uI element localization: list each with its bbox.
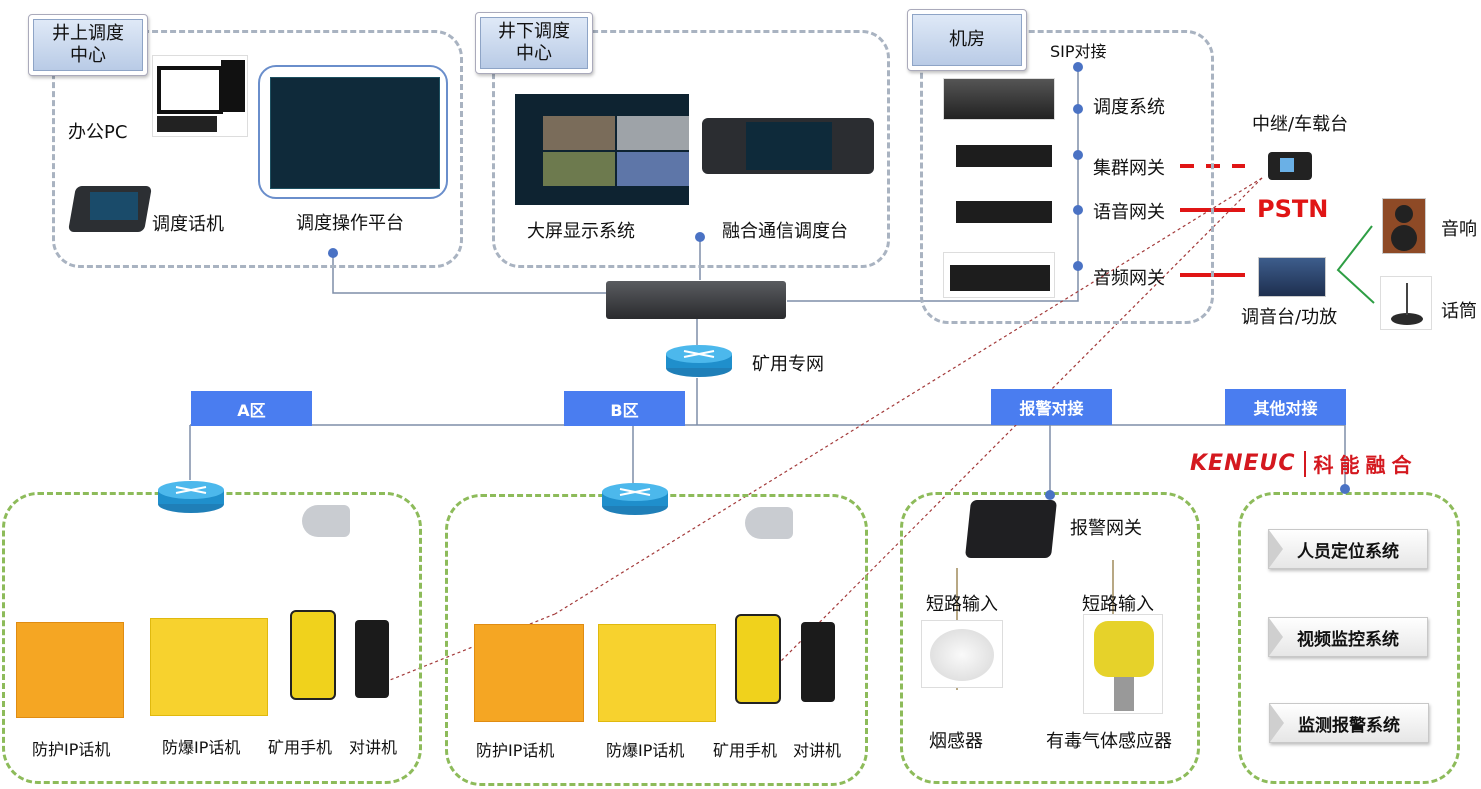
fusion-console-image [702,118,874,174]
area-b-camera-icon [745,507,793,539]
underground-dispatch-zone [492,30,890,268]
smoke-detector-label: 烟感器 [929,731,983,752]
area-a-explosion-phone-image [150,618,268,716]
personnel-positioning-system[interactable]: 人员定位系统 [1268,529,1428,569]
big-screen-label: 大屏显示系统 [527,221,635,242]
other-dock-tag[interactable]: 其他对接 [1225,389,1346,425]
gas-detector-image [1083,614,1163,714]
audio-gateway-dot [1073,261,1083,271]
underground-node-dot [695,232,705,242]
mixer-label: 调音台/功放 [1241,307,1338,328]
trunk-gateway-label: 集群网关 [1093,158,1165,179]
fusion-console-label: 融合通信调度台 [722,221,848,242]
area-b-mine-mobile-label: 矿用手机 [713,741,778,760]
area-a-protect-phone-label: 防护IP话机 [32,740,111,759]
area-a-mine-mobile-image [290,610,336,700]
alarm-node-dot [1045,490,1055,500]
microphone-label: 话筒 [1441,301,1477,322]
area-b-protect-phone-label: 防护IP话机 [476,741,555,760]
alarm-gateway-device [964,500,1058,558]
area-a-walkie-image [355,620,389,698]
area-a-camera-icon [302,505,350,537]
zone-a-tag[interactable]: A区 [191,391,312,426]
big-screen-image [515,94,689,205]
short-input-label-1: 短路输入 [926,594,998,615]
office-pc-label: 办公PC [68,122,128,143]
area-b-explosion-phone-image [598,624,716,722]
pstn-label: PSTN [1257,195,1329,223]
surface-dispatch-title: 井上调度 中心 [28,14,148,76]
gas-detector-label: 有毒气体感应器 [1046,731,1172,752]
dispatch-platform-screen [258,65,448,199]
area-b-walkie-label: 对讲机 [793,741,842,760]
speaker-label: 音响 [1441,219,1477,240]
area-b-explosion-phone-label: 防爆IP话机 [606,741,685,760]
server-room-zone [920,30,1214,324]
voice-gateway-label: 语音网关 [1093,202,1165,223]
core-switch-icon [606,281,786,319]
alarm-gateway-label: 报警网关 [1070,518,1142,539]
mine-network-router-icon [666,345,732,377]
video-surveillance-system[interactable]: 视频监控系统 [1268,617,1428,657]
trunk-gateway-device [956,145,1052,167]
area-a-walkie-label: 对讲机 [349,738,398,757]
keneuc-logo: KENEUC 科能融合 [1190,450,1418,477]
server-room-title: 机房 [907,9,1027,71]
area-b-router-icon [602,483,668,515]
surface-dispatch-zone [52,30,463,268]
alarm-dock-tag[interactable]: 报警对接 [991,389,1112,425]
dispatch-platform-label: 调度操作平台 [296,213,404,234]
audio-gateway-label: 音频网关 [1093,268,1165,289]
area-a-mine-mobile-label: 矿用手机 [268,738,333,757]
dispatch-system-dot [1073,104,1083,114]
office-pc-icon [152,55,248,137]
area-a-protect-phone-image [16,622,124,718]
sip-label: SIP对接 [1050,42,1107,61]
mine-network-label: 矿用专网 [752,354,824,375]
trunk-gateway-dot [1073,150,1083,160]
dispatch-server-icon [943,78,1055,120]
surface-node-dot [328,248,338,258]
area-b-walkie-image [801,622,835,702]
audio-gateway-device [943,252,1055,298]
area-a-router-icon [158,481,224,513]
dispatch-phone-label: 调度话机 [152,214,224,235]
microphone-icon [1380,276,1432,330]
other-node-dot [1340,484,1350,494]
voice-gateway-device [956,201,1052,223]
sip-node-dot [1073,62,1083,72]
link-mixer-to-speakers [1336,225,1375,304]
short-input-label-2: 短路输入 [1082,594,1154,615]
area-b-mine-mobile-image [735,614,781,704]
other-systems-zone [1238,492,1460,784]
relay-radio-icon [1268,152,1312,180]
mixer-icon [1258,257,1326,297]
underground-dispatch-title: 井下调度 中心 [475,12,593,74]
dispatch-phone-icon [64,168,153,236]
area-b-protect-phone-image [474,624,584,722]
area-a-explosion-phone-label: 防爆IP话机 [162,738,241,757]
relay-label: 中继/车载台 [1252,114,1349,135]
speaker-icon [1382,198,1426,254]
monitoring-alarm-system[interactable]: 监测报警系统 [1269,703,1429,743]
dispatch-system-label: 调度系统 [1093,97,1165,118]
voice-gateway-dot [1073,205,1083,215]
smoke-detector-image [921,620,1003,688]
zone-b-tag[interactable]: B区 [564,391,685,426]
